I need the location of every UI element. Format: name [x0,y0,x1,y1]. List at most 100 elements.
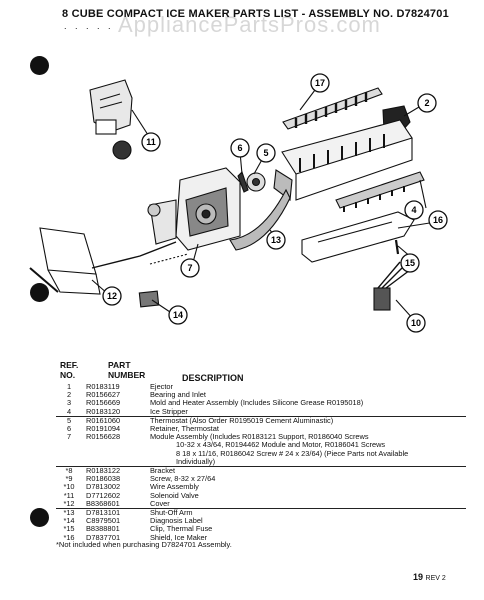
svg-text:5: 5 [263,148,268,158]
ref-no: *10 [63,482,75,492]
table-row: 1 R0183119 Ejector [56,382,466,391]
description-line: Shield, Ice Maker [150,532,208,542]
ref-no: *16 [63,532,75,542]
part-number: R0156669 [86,398,121,408]
callout-16: 16 [428,210,448,230]
ref-no: 1 [66,382,72,391]
svg-text:7: 7 [187,263,192,273]
table-row: 6 R0191094 Retainer, Thermostat [56,424,466,434]
screw-drawing [394,239,400,255]
diagnosis-label-drawing [138,290,160,308]
description-line: Module Assembly (Includes R0183121 Suppo… [150,432,369,442]
binder-hole-top [30,56,49,75]
description-line: Shut-Off Arm [150,508,193,518]
description: Wire Assembly [140,483,466,491]
part-number: R0156627 [86,390,121,400]
ref-no: 3 [66,398,72,408]
part-number: D7837701 [86,532,121,542]
description: Solenoid Valve [140,490,466,500]
description-line: Ejector [150,382,174,391]
ref-no: 2 [66,390,72,400]
ref-no: *12 [63,498,75,508]
part-number: R0186038 [86,474,121,484]
page-title: 8 CUBE COMPACT ICE MAKER PARTS LIST - AS… [62,8,449,20]
cover-drawing [29,227,101,295]
callout-4: 4 [404,200,424,220]
part-number: B8388801 [86,524,120,534]
description-line: Bracket [150,466,176,476]
solenoid-valve-drawing [89,79,133,160]
ref-no: 5 [66,415,72,425]
part-number: R0183119 [86,382,120,391]
description-line: 10-32 x 43/64, R0194462 Module and Motor… [176,440,386,450]
binder-hole-bottom [30,508,49,527]
description: Cover [140,499,466,508]
ref-no: *13 [63,508,75,518]
description-line: Retainer, Thermostat [150,424,219,434]
ref-no: *11 [63,490,75,500]
description: Diagnosis Label [140,517,466,525]
ice-stripper-drawing [335,171,425,212]
svg-text:13: 13 [271,235,281,245]
part-number: R0183122 [86,466,121,476]
part-number: R0191094 [86,424,121,434]
callout-13: 13 [266,230,286,250]
callout-5: 5 [256,143,276,163]
description-line: Screw, 8-32 x 27/64 [150,474,216,484]
description: Bracket [140,466,466,476]
shut-off-arm-drawing [229,188,291,251]
description-line: Diagnosis Label [150,516,203,526]
exploded-parts-diagram: 11 17 2 5 6 4 16 15 [29,73,448,333]
callout-17: 15 [400,253,420,273]
svg-text:4: 4 [411,205,416,215]
callout-2: 2 [417,93,437,113]
description-line: Ice Stripper [150,406,188,416]
ref-no: 6 [66,424,72,434]
description-line: Solenoid Valve [150,490,199,500]
ref-no: *8 [65,466,73,476]
header-description: DESCRIPTION [182,373,244,383]
description-line: Wire Assembly [150,482,199,492]
callout-6: 6 [230,138,250,158]
ref-no: *14 [63,516,75,526]
svg-text:11: 11 [146,137,156,147]
description: Module Assembly (Includes R0183121 Suppo… [140,433,466,466]
wire-assembly-drawing [373,261,411,311]
description: Shut-Off Arm [140,508,466,518]
title-dots: . . . . . [64,21,114,31]
description-line: Individually) [176,456,216,466]
part-number: B8368601 [86,498,120,508]
part-number: D7813002 [86,482,121,492]
table-row: *8 R0183122 Bracket [56,466,466,475]
table-row: *15 B8388801 Clip, Thermal Fuse [56,525,466,533]
table-row: *10 D7813002 Wire Assembly [56,483,466,491]
mold-heater-drawing [273,119,413,202]
description: Clip, Thermal Fuse [140,525,466,533]
header-part-number: PART NUMBER [108,360,146,380]
callout-10: 10 [406,313,426,333]
svg-text:17: 17 [315,78,325,88]
part-number: R0161060 [86,415,121,425]
callout-11: 11 [141,132,161,152]
description: Retainer, Thermostat [140,424,466,434]
ref-no: *15 [63,524,75,534]
ref-no: 7 [66,432,72,442]
retainer-drawing [237,170,249,193]
module-assembly-drawing [147,167,241,251]
callout-15: 17 [310,73,330,93]
description: Thermostat (Also Order R0195019 Cement A… [140,416,466,425]
svg-text:10: 10 [411,318,421,328]
svg-text:15: 15 [405,258,415,268]
svg-text:6: 6 [237,143,242,153]
binder-hole-middle [30,283,49,302]
ejector-drawing [282,87,383,130]
description: Screw, 8-32 x 27/64 [140,475,466,483]
watermark: AppliancePartsPros.com [118,12,381,37]
svg-text:2: 2 [424,98,429,108]
description-line: Mold and Heater Assembly (Includes Silic… [150,398,364,408]
